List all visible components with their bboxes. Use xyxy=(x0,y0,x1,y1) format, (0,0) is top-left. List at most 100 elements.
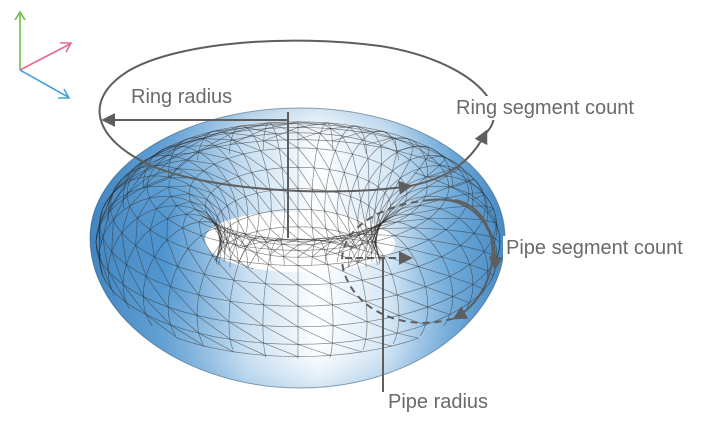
mesh-diagonal-line xyxy=(253,237,272,250)
mesh-diagonal-line xyxy=(113,193,128,220)
mesh-diagonal-line xyxy=(170,137,205,160)
mesh-diagonal-line xyxy=(256,242,267,253)
mesh-ring-line xyxy=(262,122,285,242)
mesh-diagonal-line xyxy=(201,138,234,141)
mesh-diagonal-line xyxy=(373,132,382,146)
axis-x-line xyxy=(19,69,69,98)
mesh-diagonal-line xyxy=(121,206,130,234)
mesh-diagonal-line xyxy=(439,157,447,166)
mesh-diagonal-line xyxy=(227,158,252,173)
mesh-diagonal-line xyxy=(327,122,350,128)
mesh-diagonal-line xyxy=(170,193,190,197)
mesh-diagonal-line xyxy=(449,276,474,285)
mesh-ring-line xyxy=(324,236,368,350)
mesh-diagonal-line xyxy=(311,242,330,257)
mesh-diagonal-line xyxy=(217,228,221,243)
mesh-diagonal-line xyxy=(145,314,178,339)
mesh-diagonal-line xyxy=(391,273,426,288)
mesh-diagonal-line xyxy=(374,236,381,262)
mesh-diagonal-line xyxy=(396,218,429,223)
mesh-diagonal-line xyxy=(452,296,470,304)
mesh-diagonal-line xyxy=(446,168,459,177)
mesh-diagonal-line xyxy=(332,342,363,353)
mesh-diagonal-line xyxy=(149,145,183,159)
mesh-diagonal-line xyxy=(327,264,363,281)
mesh-diagonal-line xyxy=(122,284,147,315)
mesh-diagonal-line xyxy=(398,315,426,326)
mesh-diagonal-line xyxy=(204,274,231,302)
mesh-diagonal-line xyxy=(206,199,222,212)
mesh-diagonal-line xyxy=(311,209,327,230)
mesh-diagonal-line xyxy=(330,125,357,129)
mesh-diagonal-line xyxy=(374,186,379,212)
mesh-diagonal-line xyxy=(214,145,244,155)
ring-ellipse xyxy=(98,39,495,195)
mesh-diagonal-line xyxy=(324,124,343,137)
mesh-diagonal-line xyxy=(452,180,470,188)
mesh-diagonal-line xyxy=(324,249,357,262)
mesh-diagonal-line xyxy=(210,192,228,207)
mesh-diagonal-line xyxy=(149,208,157,230)
mesh-diagonal-line xyxy=(266,169,285,190)
mesh-diagonal-line xyxy=(239,260,266,284)
mesh-diagonal-line xyxy=(352,153,358,177)
mesh-diagonal-line xyxy=(167,306,200,334)
axis-z-line xyxy=(19,43,71,71)
mesh-diagonal-line xyxy=(428,239,461,246)
mesh-diagonal-line xyxy=(425,165,440,178)
mesh-diagonal-line xyxy=(325,228,345,245)
mesh-diagonal-line xyxy=(95,208,104,243)
mesh-diagonal-line xyxy=(217,186,236,202)
mesh-diagonal-line xyxy=(126,175,150,194)
mesh-diagonal-line xyxy=(441,256,470,265)
mesh-ring-line xyxy=(197,130,260,243)
mesh-diagonal-line xyxy=(143,296,171,326)
mesh-diagonal-line xyxy=(265,121,299,129)
mesh-diagonal-line xyxy=(245,239,252,250)
mesh-diagonal-line xyxy=(425,186,449,197)
xyz-axes-icon xyxy=(14,10,73,99)
mesh-diagonal-line xyxy=(313,167,327,191)
mesh-diagonal-line xyxy=(271,124,299,134)
mesh-diagonal-line xyxy=(198,131,235,152)
mesh-diagonal-line xyxy=(407,248,442,258)
mesh-diagonal-line xyxy=(149,229,155,257)
mesh-diagonal-line xyxy=(419,155,429,169)
mesh-diagonal-line xyxy=(275,133,299,149)
mesh-diagonal-line xyxy=(222,131,254,137)
mesh-diagonal-line xyxy=(98,194,113,228)
mesh-diagonal-line xyxy=(214,163,239,177)
mesh-diagonal-line xyxy=(283,188,299,210)
mesh-pipe-line xyxy=(215,226,381,265)
mesh-diagonal-line xyxy=(233,233,247,247)
mesh-diagonal-line xyxy=(110,180,130,207)
mesh-diagonal-line xyxy=(379,199,390,224)
mesh-diagonal-line xyxy=(375,216,379,243)
mesh-diagonal-line xyxy=(439,205,467,210)
mesh-diagonal-line xyxy=(425,286,453,297)
mesh-diagonal-line xyxy=(336,213,351,235)
mesh-diagonal-line xyxy=(365,338,392,347)
mesh-diagonal-line xyxy=(297,238,318,246)
mesh-diagonal-line xyxy=(251,236,261,241)
mesh-diagonal-line xyxy=(418,145,430,148)
mesh-diagonal-line xyxy=(237,249,246,264)
mesh-diagonal-line xyxy=(349,246,384,257)
mesh-diagonal-line xyxy=(121,157,151,180)
mesh-diagonal-line xyxy=(258,213,271,230)
mesh-diagonal-line xyxy=(217,225,222,235)
mesh-diagonal-line xyxy=(212,255,235,281)
mesh-diagonal-line xyxy=(297,121,325,126)
mesh-diagonal-line xyxy=(297,226,315,240)
mesh-diagonal-line xyxy=(311,227,330,242)
mesh-diagonal-line xyxy=(182,214,187,228)
mesh-diagonal-line xyxy=(446,193,470,199)
mesh-diagonal-line xyxy=(187,248,205,275)
mesh-diagonal-line xyxy=(229,300,264,326)
mesh-diagonal-line xyxy=(135,218,138,246)
mesh-diagonal-line xyxy=(239,124,272,127)
mesh-diagonal-line xyxy=(198,221,202,236)
mesh-diagonal-line xyxy=(176,201,191,206)
